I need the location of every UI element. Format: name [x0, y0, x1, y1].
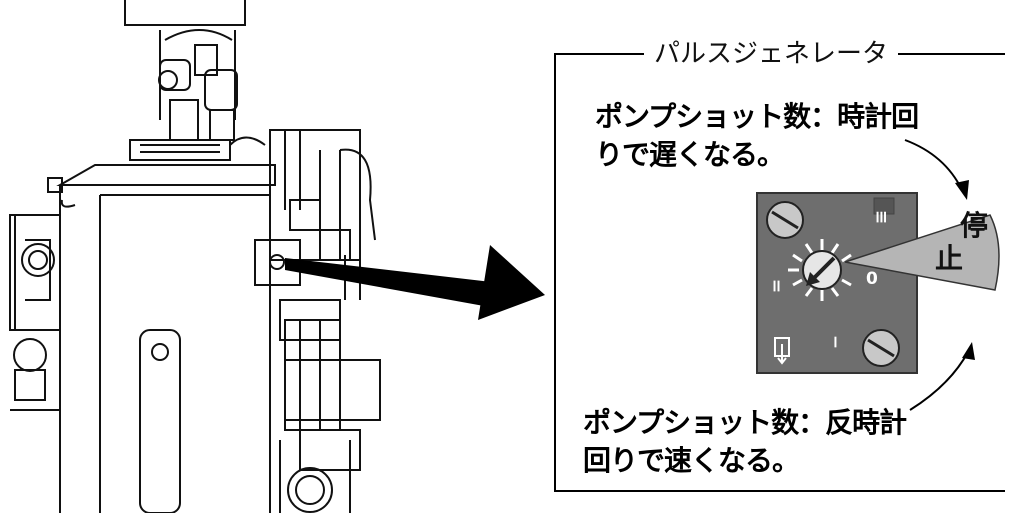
- counterclockwise-arrowhead: [962, 342, 975, 360]
- knob-pointer-arrow: [810, 256, 836, 282]
- dial-mark-1: −: [825, 334, 846, 350]
- stop-label-2: 止: [935, 242, 964, 275]
- clockwise-note: ポンプショット数：時計回りで遅くなる。: [595, 100, 919, 171]
- screw-icon: [766, 201, 804, 239]
- counterclockwise-note: ポンプショット数：反時計回りで速くなる。: [583, 406, 907, 477]
- dial-mark-3: ≡: [871, 209, 892, 225]
- screw-icon: [862, 329, 900, 367]
- stop-sector: [844, 214, 1000, 291]
- frame-title: パルスジェネレータ: [644, 36, 899, 72]
- clockwise-arrowhead: [955, 180, 969, 200]
- stop-label-1: 停: [960, 209, 989, 242]
- output-port-icon: [774, 337, 790, 365]
- dial-mark-0: 0: [866, 269, 878, 289]
- counterclockwise-arrow: [909, 351, 969, 411]
- dial-mark-2: =: [767, 278, 788, 294]
